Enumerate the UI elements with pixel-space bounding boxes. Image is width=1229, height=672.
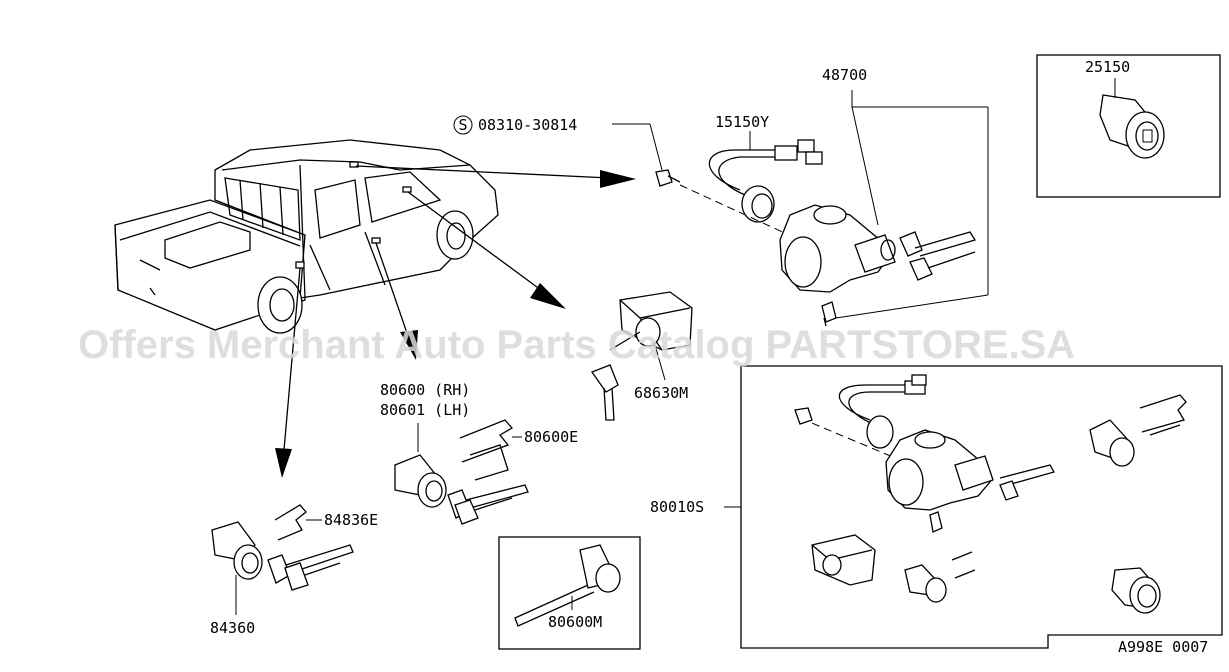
label-84836e: 84836E	[324, 511, 378, 529]
label-08310-30814: 08310-30814	[478, 116, 577, 134]
box-80600m	[498, 536, 641, 650]
label-48700: 48700	[822, 66, 867, 84]
callout-arrows	[275, 165, 636, 478]
label-80010s: 80010S	[650, 498, 704, 516]
label-84360: 84360	[210, 619, 255, 637]
label-80600-rh: 80600 (RH)	[380, 381, 470, 399]
standard-part-prefix: S	[458, 116, 467, 134]
label-68630m: 68630M	[634, 384, 688, 402]
box-25150	[1036, 54, 1221, 198]
label-80600m: 80600M	[548, 613, 602, 631]
label-25150: 25150	[1085, 58, 1130, 76]
door-lock-80600	[394, 419, 529, 525]
label-80601-lh: 80601 (LH)	[380, 401, 470, 419]
door-lock-84360	[211, 504, 354, 615]
label-15150y: 15150Y	[715, 113, 769, 131]
watermark: Offers Merchant Auto Parts Catalog PARTS…	[78, 323, 1075, 367]
box-80010s	[724, 365, 1223, 649]
truck-illustration	[114, 139, 499, 334]
diagram-code: A998E 0007	[1118, 638, 1208, 656]
ignition-lock-assembly	[612, 90, 989, 327]
lock-68630m	[590, 291, 693, 421]
standard-part-symbol	[453, 115, 473, 135]
label-80600e: 80600E	[524, 428, 578, 446]
